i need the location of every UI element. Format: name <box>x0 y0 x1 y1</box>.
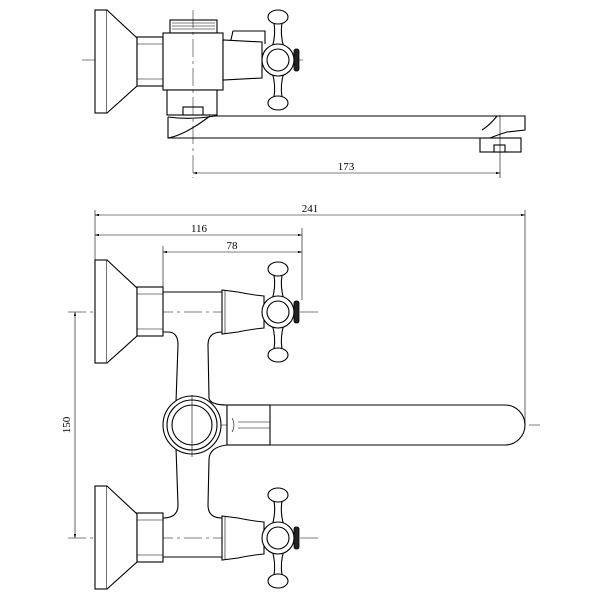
top-view: 173 <box>82 9 526 178</box>
lower-wall-flange <box>94 485 164 590</box>
dimension-label-wall-to-handle: 116 <box>191 223 208 235</box>
lower-valve <box>221 515 265 561</box>
dimension-label-inlet-spacing: 150 <box>61 416 73 433</box>
dimension-label-spout-reach: 173 <box>338 161 355 173</box>
spout <box>167 115 526 139</box>
spout <box>226 404 526 446</box>
upper-wall-flange <box>94 259 164 364</box>
thread-connector <box>169 19 218 34</box>
front-view: 241 116 78 150 <box>61 203 540 590</box>
dimension-label-nut-to-handle: 78 <box>227 240 239 252</box>
upper-cross-handle <box>261 261 300 363</box>
mixer-body <box>163 331 228 406</box>
dimension-label-overall-length: 241 <box>302 203 319 215</box>
wall-flange <box>94 9 164 114</box>
lower-cross-handle <box>261 487 300 589</box>
upper-valve <box>221 289 265 335</box>
handle <box>261 9 300 111</box>
